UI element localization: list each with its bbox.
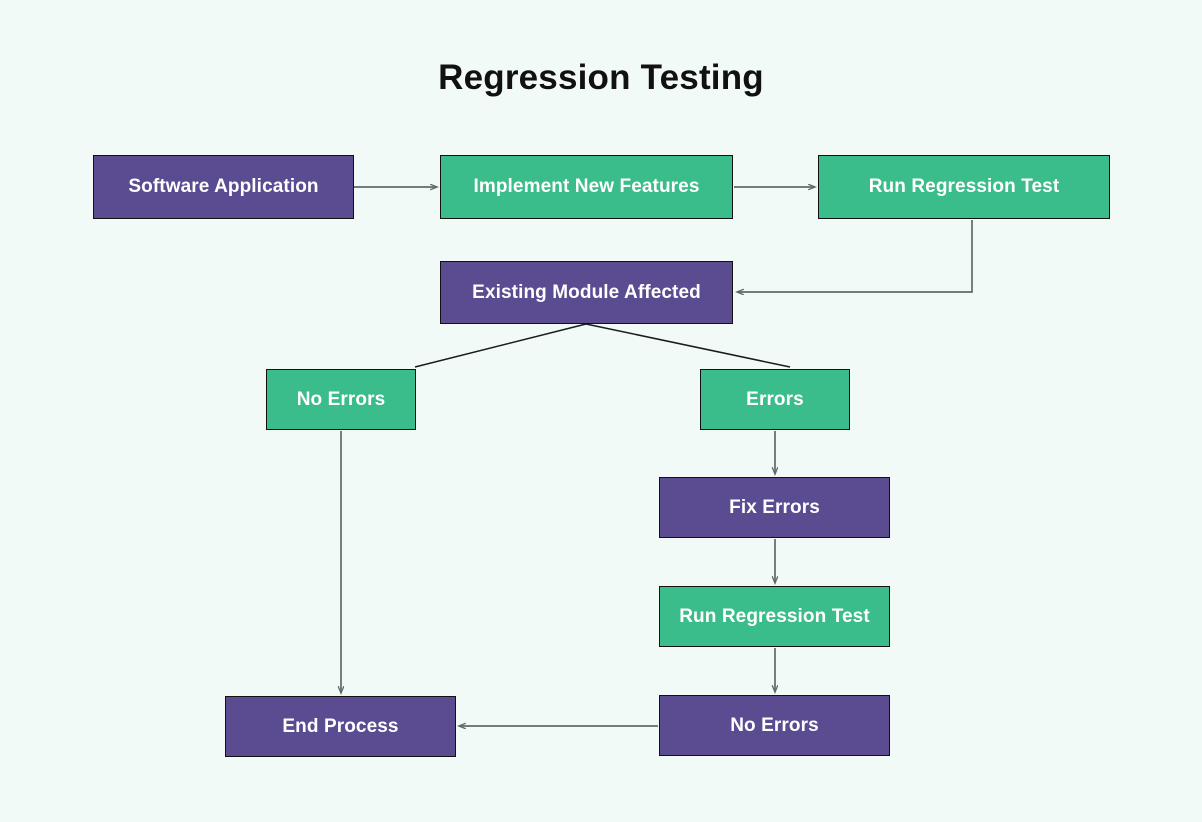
- node-existing-module-affected[interactable]: Existing Module Affected: [440, 261, 733, 324]
- edge-existing-module-to-no-errors: [414, 323, 587, 368]
- node-run-regression-test-2[interactable]: Run Regression Test: [659, 586, 890, 647]
- node-run-regression-test-1[interactable]: Run Regression Test: [818, 155, 1110, 219]
- edge-run-test-to-existing-module: [737, 220, 973, 292]
- page-title: Regression Testing: [438, 58, 764, 97]
- node-software-application[interactable]: Software Application: [93, 155, 354, 219]
- node-no-errors-left[interactable]: No Errors: [266, 369, 416, 430]
- node-implement-new-features[interactable]: Implement New Features: [440, 155, 733, 219]
- node-end-process[interactable]: End Process: [225, 696, 456, 757]
- edge-existing-module-to-errors: [585, 323, 791, 368]
- node-fix-errors[interactable]: Fix Errors: [659, 477, 890, 538]
- node-no-errors-right[interactable]: No Errors: [659, 695, 890, 756]
- node-errors[interactable]: Errors: [700, 369, 850, 430]
